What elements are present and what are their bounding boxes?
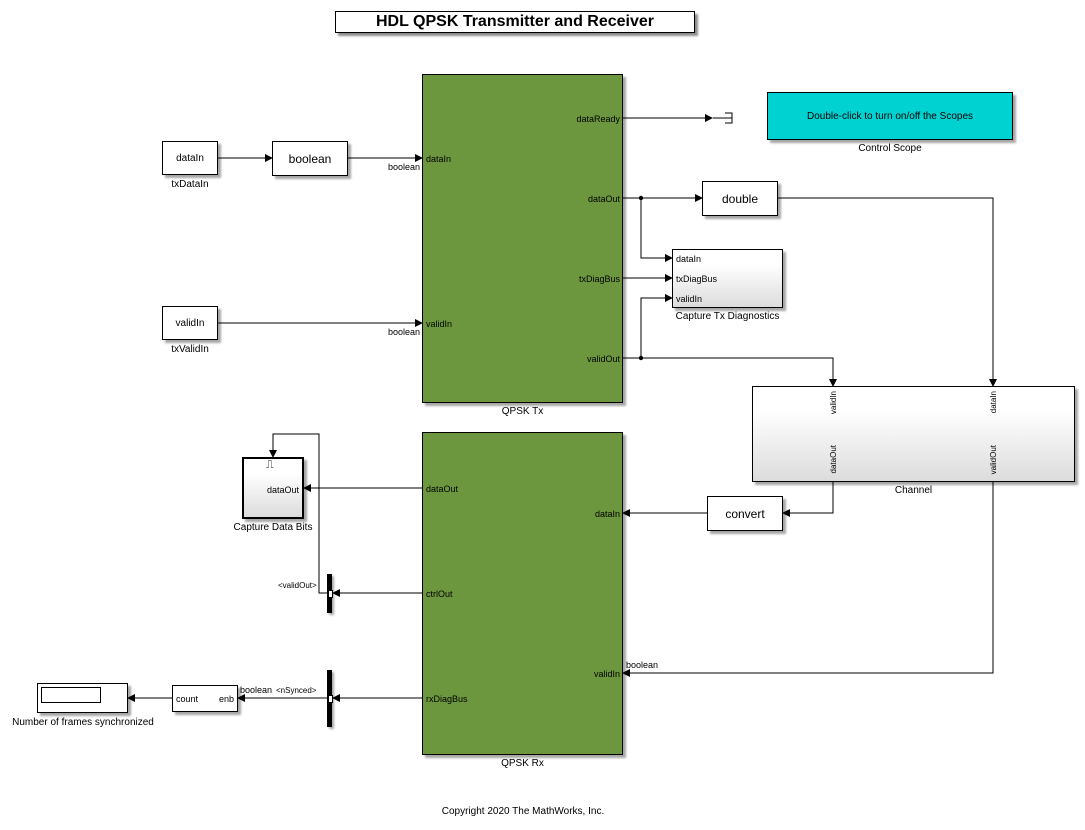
- port-label: txDiagBus: [578, 274, 620, 284]
- subsystem-caption: QPSK Rx: [501, 758, 544, 769]
- signal-type-label: boolean: [388, 327, 421, 337]
- port-label: dataReady: [576, 114, 620, 124]
- subsystem-capture-tx-diagnostics[interactable]: dataIn txDiagBus validIn: [672, 249, 783, 308]
- subsystem-caption: QPSK Tx: [501, 406, 544, 417]
- bus-selector-port: [328, 695, 333, 703]
- wire-dataout-capture: [640, 198, 673, 262]
- wire-validout-channel: [623, 357, 837, 387]
- subsystem-qpsk-tx[interactable]: dataIn validIn dataReady dataOut txDiagB…: [422, 74, 623, 403]
- port-label: validIn: [426, 319, 453, 329]
- port-label: ctrlOut: [426, 589, 453, 599]
- port-label: dataIn: [426, 154, 452, 164]
- counter-block[interactable]: count enb: [172, 685, 238, 712]
- signal-type-label: boolean: [388, 162, 421, 172]
- inport-caption: txValidIn: [171, 344, 209, 355]
- block-caption: Control Scope: [858, 143, 922, 154]
- port-label: validIn: [593, 669, 620, 679]
- block-label: double: [721, 191, 759, 206]
- model-title: HDL QPSK Transmitter and Receiver: [335, 11, 695, 33]
- port-label: dataIn: [989, 391, 998, 414]
- wire-validout-trigger: [269, 433, 328, 594]
- port-label: dataOut: [829, 445, 838, 474]
- port-label: txDiagBus: [676, 274, 718, 284]
- port-label: dataIn: [676, 254, 702, 264]
- block-label: convert: [725, 506, 765, 521]
- data-type-conversion-convert[interactable]: convert: [707, 496, 783, 531]
- signal-type-label: boolean: [240, 685, 273, 695]
- subsystem-qpsk-rx[interactable]: dataIn validIn dataOut ctrlOut rxDiagBus: [422, 432, 623, 755]
- display-block[interactable]: [37, 683, 128, 713]
- inport-txdatain[interactable]: dataIn: [162, 141, 218, 175]
- block-caption: Capture Data Bits: [233, 522, 313, 533]
- inport-txvalidin[interactable]: validIn: [162, 306, 218, 340]
- inport-label: dataIn: [176, 152, 204, 164]
- signal-type-label: boolean: [626, 660, 659, 670]
- selector-signal-label: <validOut>: [278, 581, 317, 590]
- block-label: boolean: [288, 151, 332, 166]
- block-caption: Channel: [894, 485, 933, 496]
- control-scope-button[interactable]: Double-click to turn on/off the Scopes: [767, 92, 1013, 140]
- port-label: rxDiagBus: [426, 694, 468, 704]
- display-value: [41, 687, 101, 703]
- branch-point: [638, 355, 644, 361]
- inport-label: validIn: [175, 317, 205, 329]
- port-label: enb: [218, 694, 234, 704]
- wire-validout-capture: [640, 294, 673, 358]
- port-label: dataIn: [594, 509, 620, 519]
- data-type-conversion-boolean[interactable]: boolean: [272, 141, 348, 176]
- control-scope-text: Double-click to turn on/off the Scopes: [806, 110, 974, 122]
- port-label: validIn: [676, 294, 703, 304]
- inport-caption: txDataIn: [171, 179, 209, 190]
- bus-selector-port: [328, 590, 333, 598]
- wire-channel-convert: [782, 482, 834, 517]
- port-label: dataOut: [587, 194, 620, 204]
- block-caption: Number of frames synchronized: [12, 717, 154, 728]
- port-label: dataOut: [426, 484, 459, 494]
- port-label: validOut: [586, 354, 620, 364]
- copyright-text: Copyright 2020 The MathWorks, Inc.: [441, 806, 605, 817]
- branch-point: [638, 195, 644, 201]
- wire-channel-rx-valid: [622, 482, 994, 677]
- selector-signal-label: <nSynced>: [276, 686, 317, 695]
- port-label: validOut: [989, 445, 998, 475]
- subsystem-capture-data-bits[interactable]: ⎍ dataOut: [242, 457, 304, 519]
- block-caption: Capture Tx Diagnostics: [675, 311, 780, 322]
- subsystem-channel[interactable]: validIn dataIn dataOut validOut: [752, 386, 1075, 482]
- data-type-conversion-double[interactable]: double: [702, 181, 778, 216]
- port-label: validIn: [829, 391, 838, 415]
- port-label: count: [176, 694, 199, 704]
- wire-double-channel: [778, 197, 997, 387]
- trigger-icon: ⎍: [266, 459, 274, 471]
- port-label: dataOut: [266, 485, 299, 495]
